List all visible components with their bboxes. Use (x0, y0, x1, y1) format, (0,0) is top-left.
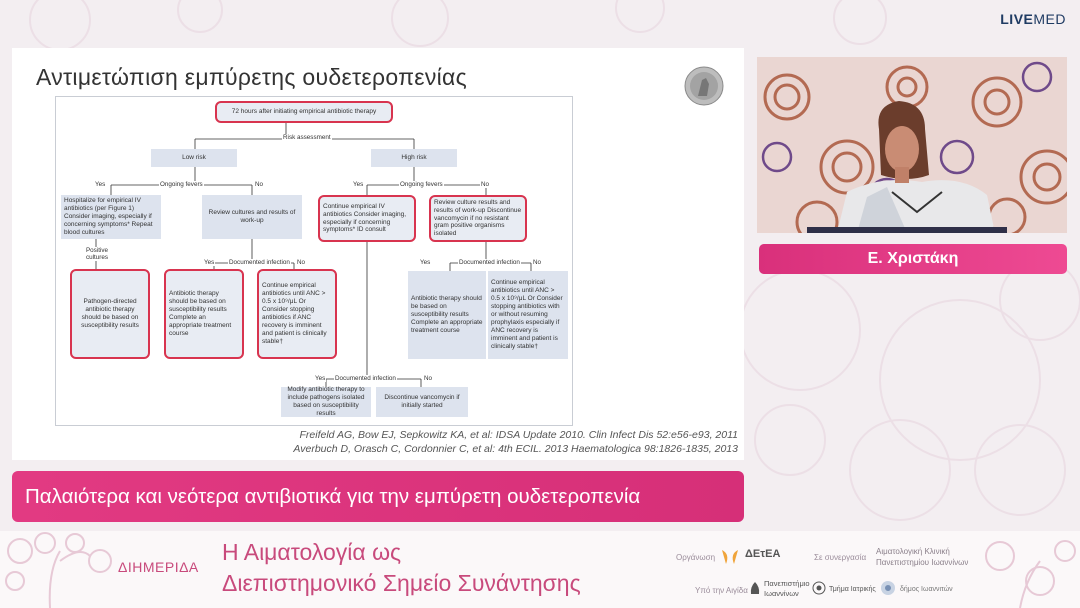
footer-tree-decoration (5, 532, 1076, 608)
organization-label: Οργάνωση (676, 553, 716, 562)
event-label: ΔΙΗΜΕΡΙΔΑ (118, 559, 199, 575)
event-title-line-1: Η Αιματολογία ως (222, 539, 402, 565)
low-fever-yes-label: Yes (94, 181, 107, 188)
speaker-name-bar: Ε. Χριστάκη (759, 244, 1067, 274)
livemed-logo: LIVEMED (1000, 11, 1066, 27)
auspices-municipality: δήμος Ιωαννιτών (900, 586, 953, 593)
modify-antibiotic-box: Modify antibiotic therapy to include pat… (281, 386, 371, 417)
event-footer (0, 531, 1080, 608)
logo-med-text: MED (1033, 11, 1066, 27)
bottom-doc-no-label: No (423, 375, 434, 382)
auspices-university-line-1: Πανεπιστήμιο (764, 579, 810, 588)
lecture-topic-bar: Παλαιότερα και νεότερα αντιβιοτικά για τ… (12, 471, 744, 522)
speaker-video (757, 57, 1067, 233)
high-doc-yes-label: Yes (419, 259, 432, 266)
low-doc-no-label: No (296, 259, 307, 266)
low-risk-yes-box: Hospitalize for empirical IV antibiotics… (61, 195, 161, 239)
start-box: 72 hours after initiating empirical anti… (215, 101, 393, 123)
auspices-label: Υπό την Αιγίδα (695, 586, 748, 595)
university-coin-logo (684, 66, 724, 106)
auspices-medical-department: Τμήμα Ιατρικής (829, 586, 876, 593)
university-icon (750, 582, 760, 594)
medical-school-seal-icon (812, 581, 826, 595)
low-doc-yes-label: Yes (203, 259, 216, 266)
high-doc-no-label: No (532, 259, 543, 266)
low-risk-no-box: Review cultures and results of work-up (202, 195, 302, 239)
bottom-doc-infection-label: Documented infection (334, 375, 397, 382)
citation-2: Averbuch D, Orasch C, Cordonnier C, et a… (293, 443, 738, 455)
low-doc-infection-label: Documented infection (228, 259, 291, 266)
high-doc-infection-label: Documented infection (458, 259, 521, 266)
bottom-doc-yes-label: Yes (314, 375, 327, 382)
treatment-flowchart: 72 hours after initiating empirical anti… (55, 96, 573, 426)
logo-live-text: LIVE (1000, 11, 1034, 27)
discontinue-vancomycin-box: Discontinue vancomycin if initially star… (376, 387, 468, 417)
collaborator-line-2: Πανεπιστημίου Ιωαννίνων (876, 558, 969, 567)
high-fever-no-label: No (480, 181, 491, 188)
citation-1: Freifeld AG, Bow EJ, Sepkowitz KA, et al… (299, 429, 738, 441)
speaker-name: Ε. Χριστάκη (867, 250, 959, 267)
positive-cultures-label: Positive cultures (81, 247, 113, 261)
speaker-video-image (757, 57, 1067, 233)
collaboration-label: Σε συνεργασία (814, 553, 867, 562)
low-risk-box: Low risk (151, 149, 237, 167)
risk-assessment-label: Risk assessment (282, 134, 332, 141)
high-doc-no-box: Continue empirical antibiotics until ANC… (488, 271, 568, 359)
low-ongoing-fevers-label: Ongoing fevers (159, 181, 204, 188)
auspices-university-line-2: Ιωαννίνων (764, 589, 799, 598)
low-doc-yes-box: Antibiotic therapy should be based on su… (164, 269, 244, 359)
low-fever-no-label: No (254, 181, 265, 188)
lecture-topic-title: Παλαιότερα και νεότερα αντιβιοτικά για τ… (25, 484, 641, 508)
high-risk-box: High risk (371, 149, 457, 167)
slide-title: Αντιμετώπιση εμπύρετης ουδετεροπενίας (36, 64, 468, 90)
high-ongoing-fevers-label: Ongoing fevers (399, 181, 444, 188)
high-doc-yes-box: Antibiotic therapy should be based on su… (408, 271, 486, 359)
org-name: ΔΕτΕΑ (745, 548, 781, 560)
municipality-emblem-icon (881, 581, 895, 595)
collaborator-line-1: Αιματολογική Κλινική (876, 547, 950, 556)
low-doc-no-box: Continue empirical antibiotics until ANC… (257, 269, 337, 359)
presentation-slide: Αντιμετώπιση εμπύρετης ουδετεροπενίας (12, 48, 744, 460)
high-fever-yes-label: Yes (352, 181, 365, 188)
deteea-logo-icon (722, 550, 738, 564)
high-risk-no-box: Review culture results and results of wo… (429, 195, 527, 242)
high-risk-yes-box: Continue empirical IV antibiotics Consid… (318, 195, 416, 242)
event-title-line-2: Διεπιστημονικό Σημείο Συνάντησης (222, 570, 581, 596)
pathogen-directed-box: Pathogen-directed antibiotic therapy sho… (70, 269, 150, 359)
